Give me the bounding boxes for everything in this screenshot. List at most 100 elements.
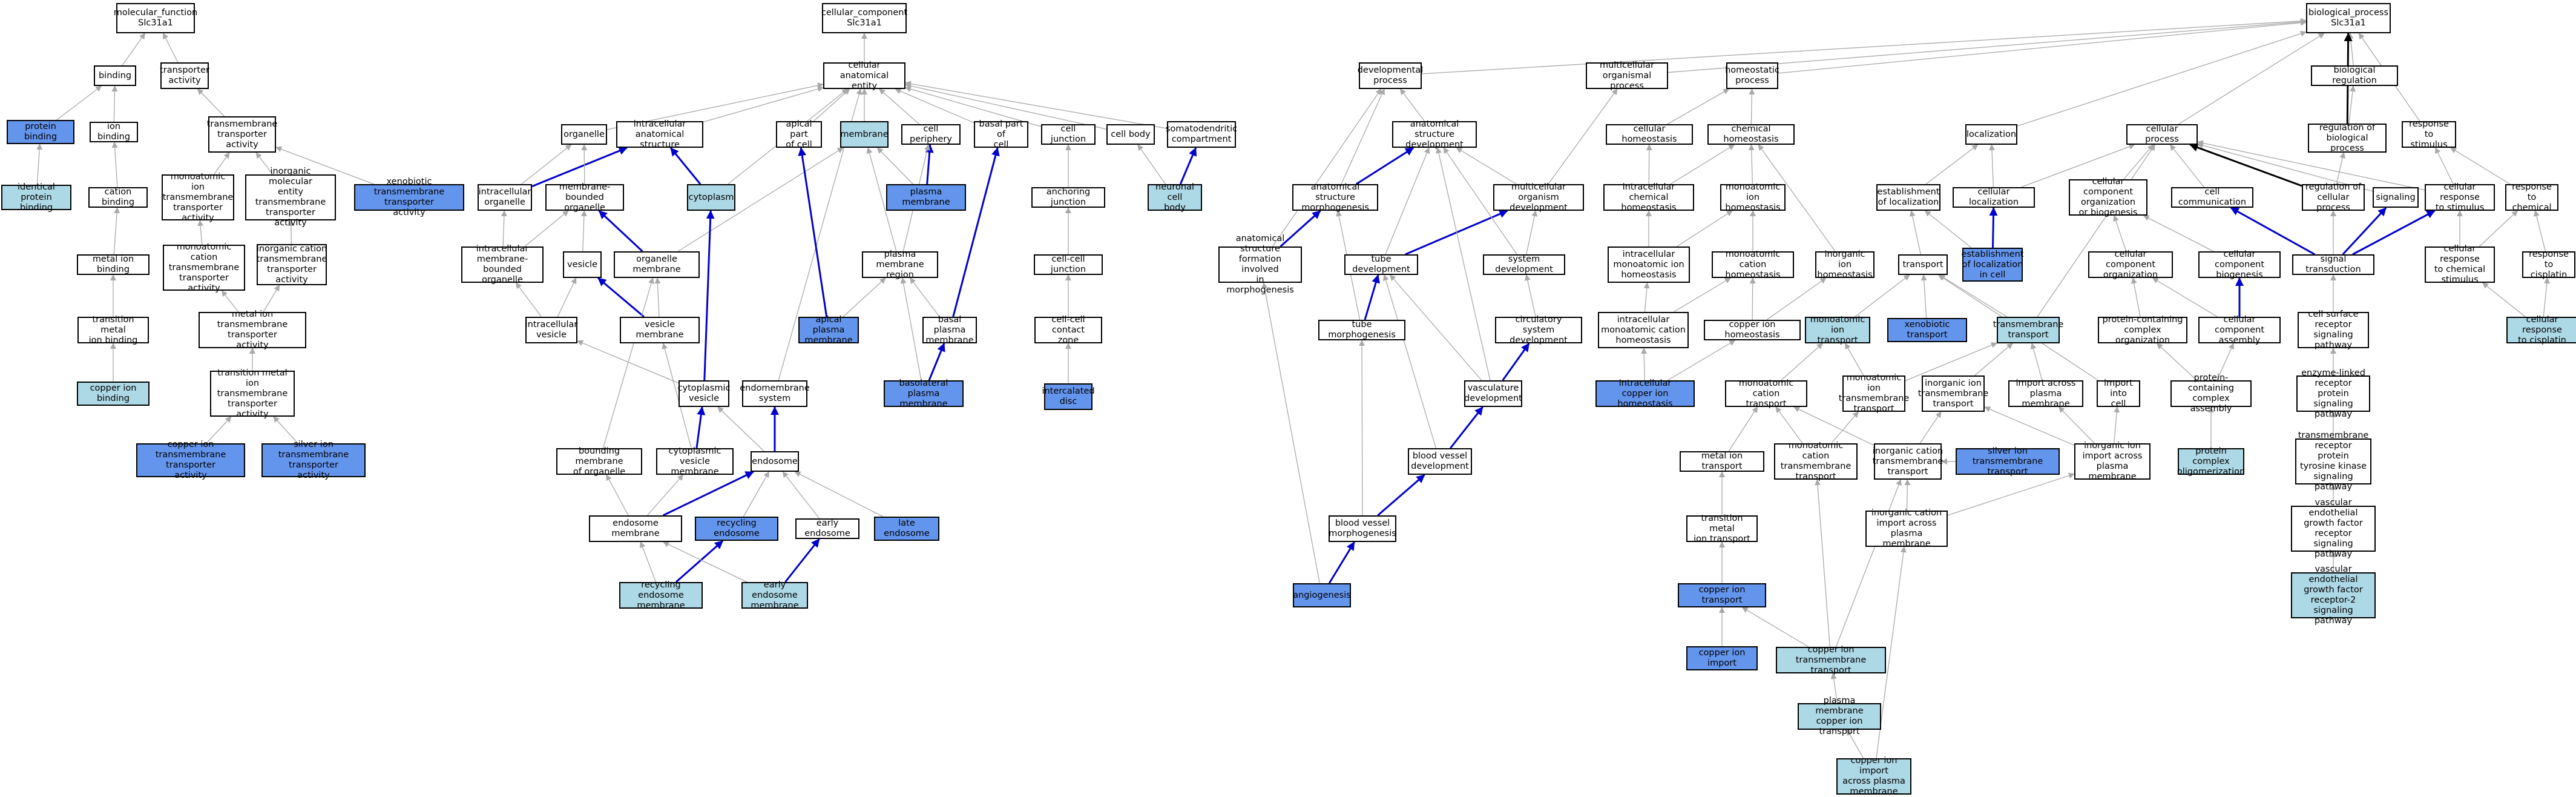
edge-basal_plasma_membrane-to-plasma_membrane_region [910,277,940,317]
node-membrane-bounded-organelle: membrane-bounded organelle [545,182,624,213]
node-tube-morphogenesis: tube morphogenesis [1318,320,1405,340]
node-cellular-component-organization: cellular component organization [2088,250,2173,280]
edge-regulation_biological_process-to-biological_regulation [2348,85,2356,124]
node-inorganic-mol-tm: inorganic molecular entity transmembrane… [245,167,336,228]
edge-formation_in_morphogenesis-to-anatomical_structure_morphogenesis [1280,210,1321,248]
node-endosome: endosome [751,451,799,472]
edge-tube_development-to-anatomical_structure_development [1385,147,1430,255]
node-monoatomic-ion-transport: monoatomic ion transport [1805,315,1870,345]
edge-identical_protein_binding-to-protein_binding [36,144,43,185]
edge-blood_vessel_development-to-vasculature_development [1450,406,1484,449]
edge-vesicle-to-membrane_bounded_organelle [580,210,587,252]
edge-cellular_homeostasis-to-homeostatic_process [1667,88,1730,125]
node-transition-metal-binding: transition metal ion binding [77,315,149,345]
edge-intracellular_chemical_homeostasis-to-chemical_homeostasis [1670,144,1735,185]
edge-intracellular_structure-to-cae [703,86,824,122]
edge-intracellular_vesicle-to-vesicle [557,277,577,317]
edge-circulatory_system_development-to-system_development [1524,274,1536,317]
edge-protein_containing_complex_organization-to-cellular_component_organization [2131,277,2141,317]
edge-apical_plasma_membrane-to-plasma_membrane_region [843,277,886,317]
edge-establishment_of_localization_in_cell-to-establishment_of_localization [1924,210,1972,248]
node-mf: molecular_function Slc31a1 [114,3,197,33]
node-cellular-component-biogenesis: cellular component biogenesis [2198,250,2281,280]
edge-anatomical_structure_morphogenesis-to-anatomical_structure_development [1355,147,1414,185]
node-identical-protein-binding: identical protein binding [1,182,71,213]
node-vesicle-membrane: vesicle membrane [620,317,700,343]
edge-system_development-to-anatomical_structure_development [1443,147,1517,255]
edge-response_to_cisplatin-to-response_to_chemical [2533,210,2546,252]
edge-vasculature_development-to-tube_development [1390,274,1482,381]
node-copper-ion-tm-transport: copper ion transmembrane transport [1776,645,1886,675]
node-cell-periphery: cell periphery [901,124,961,145]
node-multicellular-process: multicellular organismal process [1586,61,1668,91]
edge-basolateral_plasma_membrane-to-plasma_membrane_region [900,277,922,381]
edge-bounding_membrane-to-organelle_membrane [602,277,654,449]
edge-xenobiotic_tm-to-tm_transporter [275,146,374,185]
edge-endosome-to-cytoplasmic_vesicle [717,406,764,452]
edge-cellular_component_biogenesis-to-cellular_component_organization_or_biogenesis [2143,215,2214,252]
node-endosome-membrane: endosome membrane [589,515,682,542]
node-silver-ion-tm-transport: silver ion transmembrane transport [1956,446,2060,477]
edge-cell_periphery-to-cae [879,88,920,125]
node-cellular-response-to-chemical-stimulus: cellular response to chemical stimulus [2425,244,2495,285]
edge-localization-to-bp [2017,30,2307,127]
node-bp: biological_process Slc31a1 [2306,3,2391,33]
edge-vasculature_development-to-anatomical_structure_development [1436,147,1491,381]
edge-inorganic_ion_import-to-import_across_plasma_membrane [2058,406,2095,444]
edge-cellular_response_to_stimulus-to-response_to_stimulus [2435,147,2454,185]
node-vasculature-development: vasculature development [1464,380,1522,407]
node-anchoring-junction: anchoring junction [1031,187,1105,208]
edge-metal_ion_tm-to-inorganic_cation_tm [263,285,280,313]
node-recycling-endosome: recycling endosome [695,517,778,541]
node-anatomical-structure-development: anatomical structure development [1392,119,1477,150]
edge-intracellular_monoatomic_ion_homeostasis-to-monoatomic_ion_homeostasis [1677,210,1733,247]
node-cytoplasmic-vesicle: cytoplasmic vesicle [678,380,730,407]
node-basolateral-plasma-membrane: basolateral plasma membrane [884,379,964,409]
node-protein-complex-oligomerization: protein complex oligomerization [2177,446,2246,477]
edge-inorganic_ion_tm_transport-to-transmembrane_transport [1974,343,2013,376]
edge-apical_part-to-cae [813,88,850,122]
node-intracellular-monoatomic-ion-homeostasis: intracellular monoatomic ion homeostasis [1608,246,1690,283]
node-response-to-stimulus: response to stimulus [2402,119,2456,150]
node-localization: localization [1965,124,2017,145]
edge-intracellular_organelle-to-organelle [521,144,572,185]
node-signaling: signaling [2373,187,2419,208]
edge-cellular_response_to_stimulus-to-cellular_process [2197,140,2425,191]
edge-copper_ion_homeostasis-to-inorganic_ion_homeostasis [1766,277,1827,320]
node-transmembrane-transport: transmembrane transport [1993,317,2063,343]
edge-blood_vessel_morphogenesis-to-blood_vessel_development [1377,474,1425,517]
edge-intracellular_mbo-to-intracellular_organelle [501,210,507,247]
edge-anatomical_structure_morphogenesis-to-developmental_process [1341,88,1385,185]
edge-recycling_endosome_membrane-to-endosome_membrane [639,541,657,583]
edge-monoatomic_ion_tm-to-tm_transporter [214,152,230,175]
node-import-into-cell: import into cell [2097,379,2140,409]
edge-multicellular_organism_development-to-multicellular_process [1548,88,1618,185]
node-intracellular-organelle: intracellular organelle [478,184,532,211]
node-rtk-signaling: transmembrane receptor protein tyrosine … [2295,431,2371,492]
node-establishment-of-localization-in-cell: establishment of localization in cell [1962,248,2024,282]
node-silver-ion-tm-activity: silver ion transmembrane transporter act… [261,440,366,480]
edge-establishment_of_localization-to-localization [1925,144,1979,185]
node-monoatomic-cation-tm: monoatomic cation transmembrane transpor… [163,242,245,293]
edge-endosome_membrane-to-bounding_membrane [606,474,629,516]
edge-somatodendritic-to-cae [905,81,1168,129]
node-bounding-membrane: bounding membrane of organelle [556,446,642,477]
node-monoatomic-cation-tm-transport: monoatomic cation transmembrane transpor… [1774,441,1858,481]
node-cellular-process: cellular process [2126,124,2198,145]
edge-establishment_of_localization_in_cell-to-cellular_localization [1989,207,1998,248]
node-ion-binding: ion binding [90,122,138,142]
edge-monoatomic_ion_homeostasis-to-chemical_homeostasis [1748,144,1755,185]
edge-plasma_membrane-to-membrane [876,147,913,185]
node-copper-ion-tm-activity: copper ion transmembrane transporter act… [136,440,245,480]
edge-cellular_response_to_cisplatin-to-cellular_response_to_chemical_stimulus [2482,282,2526,317]
edge-copper_ion_tm_activity-to-transition_metal_tm [206,416,232,444]
node-endomembrane-system: endomembrane system [740,380,810,407]
edge-binding-to-mf [122,33,145,66]
edge-intracellular_mbo-to-membrane_bounded_organelle [524,210,569,247]
node-apical-plasma-membrane: apical plasma membrane [798,315,859,345]
node-regulation-cellular-process: regulation of cellular process [2302,182,2365,213]
edge-inorganic_ion_import-to-inorganic_ion_tm_transport [1984,406,2075,446]
node-tm-transporter: transmembrane transporter activity [207,116,277,153]
node-recycling-endosome-membrane: recycling endosome membrane [619,580,703,610]
